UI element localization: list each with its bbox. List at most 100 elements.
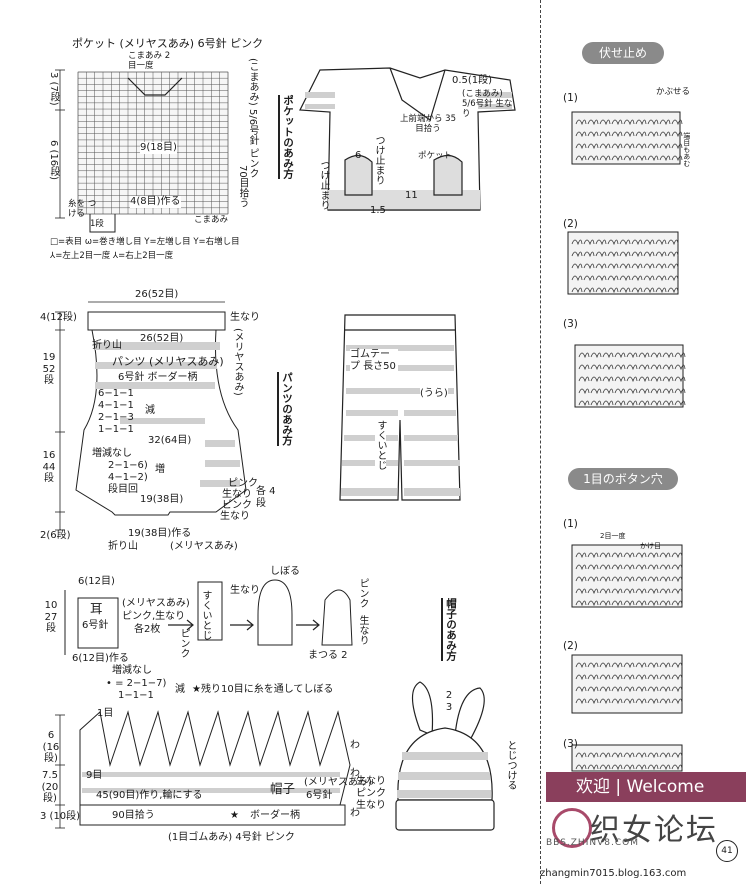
pocket-bottom-width: 4(8目)作る [130, 196, 181, 208]
bind-off-step-1: (1) [563, 92, 578, 104]
pocket-stitch-count: 70目拾う [237, 165, 248, 208]
tsuke-label-1: つけ止まり [373, 135, 384, 185]
hat-dim-1: 6 (16段) [42, 730, 60, 764]
koma-label: (こまあみ) 5/6号針 生なり [462, 89, 513, 119]
buttonhole-illustration-1 [571, 544, 683, 608]
pocket-koma-bottom: こまあみ [194, 215, 229, 225]
ear-needle: 6号針 [82, 620, 109, 631]
buttonhole-illustration-3 [571, 744, 683, 772]
pants-color-3: ピンク [222, 500, 252, 511]
ear-label: 耳 [90, 601, 103, 616]
pants-hem-height: 2(6段) [40, 530, 71, 541]
hat-color-3: 生なり [356, 800, 386, 811]
pants-inc-1: 2−1−6) [108, 460, 148, 471]
ear-pattern [64, 579, 353, 655]
hat-dim-2: 7.5 (20段) [41, 770, 59, 804]
hat-pattern [79, 710, 351, 826]
ura-label: (うら) [420, 388, 448, 400]
pocket-koma-top: こまあみ 2目一度 [128, 51, 171, 71]
ear-arrows [168, 619, 320, 631]
ear-ikinari: 生なり [230, 585, 260, 596]
hat-dec-rule-2: 1−1−1 [118, 690, 154, 701]
pants-band-height: 4(12段) [40, 312, 77, 323]
pocket-koma-right: (こまあみ) 5/6号針 ピンク [247, 58, 258, 179]
pickup-label: 上前端から 35目拾う [399, 114, 457, 134]
pocket-dim-11: 11 [405, 190, 418, 201]
column-divider [540, 0, 541, 884]
pants-inner-width: 26(52目) [140, 333, 184, 344]
hat-first: 1目 [97, 708, 114, 719]
pants-inc-2: 4−1−2) [108, 472, 148, 483]
hat-wa-2: わ [350, 768, 360, 779]
ear-desc-1: (メリヤスあみ) [122, 598, 190, 609]
bunny-hat [395, 681, 495, 831]
hat-even: 増減なし [112, 665, 152, 676]
buttonhole-step-1: (1) [563, 518, 578, 530]
buttonhole-step-2: (2) [563, 640, 578, 652]
pants-dec-1: 6−1−1 [98, 388, 134, 399]
ear-height: 10 27段 [44, 600, 58, 634]
pants-dec-word: 減 [145, 405, 155, 416]
bind-off-title: 伏せ止め [582, 42, 664, 64]
pants-leg-height: 16 44段 [42, 450, 56, 484]
hat-stripes [82, 772, 340, 793]
pants-meriyasu: (メリヤスあみ) [232, 328, 243, 396]
hat-toji: とじつける [505, 740, 516, 790]
page-number: 41 [716, 840, 738, 862]
hat-wa-1: わ [350, 740, 360, 751]
buttonhole-illustration-2 [571, 654, 683, 714]
pocket-dim-15: 1.5 [370, 205, 386, 216]
hat-cast: 45(90目)作り,輪にする [96, 790, 203, 801]
pants-cast-on: 19(38目)作る [128, 528, 192, 539]
pocket-howto-title: ポケットのあみ方 [278, 95, 296, 179]
hat-star-note: ★残り10目に糸を通してしぼる [192, 684, 334, 695]
pants-drawing-stripes [341, 345, 460, 496]
pants-howto-title: パンツのあみ方 [277, 372, 295, 446]
hat-title: 帽子 [270, 781, 296, 796]
bunny-hat-stripes [397, 752, 491, 798]
hat-color-2: ピンク [356, 788, 386, 799]
hat-color-1: 生なり [356, 776, 386, 787]
pants-inc-3: 段目回 [108, 484, 138, 495]
pants-color-1: ピンク [228, 478, 258, 489]
pants-dec-4: 1−1−1 [98, 424, 134, 435]
sukui-label: すくいとじ [375, 420, 386, 470]
sweater-drawing [299, 67, 516, 211]
footer-url: zhangmin7015.blog.163.com [540, 868, 687, 879]
pocket-thread: 糸を つける [68, 199, 97, 219]
pants-dec-3: 2−1−3 [98, 412, 134, 423]
pocket-dim-6: 6 [355, 150, 362, 161]
buttonhole-step-3: (3) [563, 738, 578, 750]
pants-fold-top: 折り山 [92, 340, 122, 351]
ear-pink-2: ピンク [357, 578, 368, 608]
pocket-legend-2: ⅄=左上2目一度 ⅄=右上2目一度 [50, 251, 174, 261]
pants-needle: 6号針 ボーダー柄 [118, 372, 198, 383]
pocket-dim-body: 6 (16段) [48, 140, 59, 181]
hat-dec-word: 減 [175, 684, 185, 695]
buttonhole-note-1: 2目一度 [600, 532, 626, 540]
hat-pickup: 90目拾う [112, 810, 155, 822]
pants-even: 増減なし [92, 448, 132, 459]
pants-mid-width: 32(64目) [148, 435, 192, 446]
pants-ikinari: 生なり [230, 312, 260, 323]
pants-drawing [339, 314, 461, 501]
pocket-title: ポケット (メリヤスあみ) 6号針 ピンク [72, 37, 264, 50]
hat-needle: 6号針 [306, 790, 333, 801]
ear-desc-2: ピンク,生なり [122, 611, 186, 622]
hat-wa-3: わ [350, 808, 360, 819]
pants-color-2: 生なり [222, 489, 252, 500]
pants-leg-width: 19(38目) [140, 494, 184, 505]
brand-logo-icon [552, 808, 592, 848]
ear-desc-3: 各2枚 [134, 624, 161, 635]
pants-meriyasu-bottom: (メリヤスあみ) [170, 541, 238, 552]
ear-width-bottom: 6(12目)作る [72, 653, 129, 664]
hat-dim-3: 3 (10段) [40, 811, 81, 822]
buttonhole-title: 1目のボタン穴 [568, 468, 678, 490]
bind-off-step-2: (2) [563, 218, 578, 230]
pocket-mid-width: 9(18目) [140, 142, 177, 154]
ear-matsuru: まつる 2 [308, 650, 348, 661]
tsuke-label-2: つけ止まり [318, 160, 329, 210]
pants-dec-2: 4−1−1 [98, 400, 134, 411]
ear-pink: ピンク [178, 628, 189, 658]
pocket-dim-top: 3 (7段) [48, 72, 59, 106]
